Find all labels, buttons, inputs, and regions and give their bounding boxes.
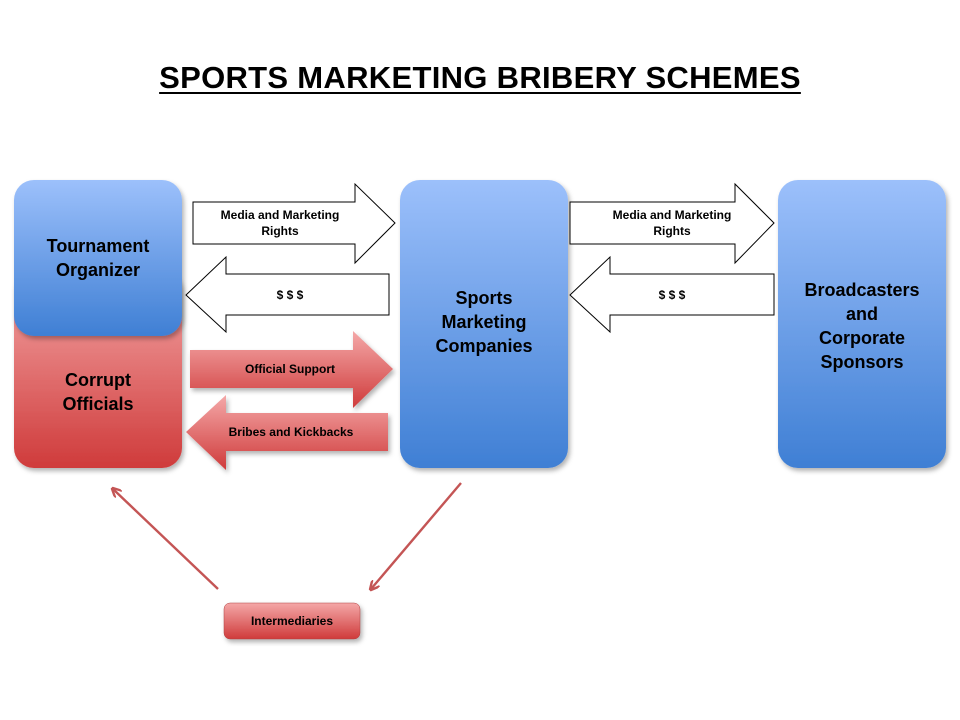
intermediaries-box xyxy=(223,602,361,640)
media-rights-label-2: Media and Marketing Rights xyxy=(612,208,732,238)
bribes-kickbacks-label: Bribes and Kickbacks xyxy=(228,425,354,439)
bribes-kickbacks-arrow xyxy=(186,395,388,470)
broadcasters-box xyxy=(778,180,946,468)
money-arrow-2 xyxy=(569,255,775,334)
media-rights-arrow-1 xyxy=(192,182,396,265)
intermediaries-label: Intermediaries xyxy=(250,614,334,628)
broadcasters-label: Broadcasters and Corporate Sponsors xyxy=(804,280,920,372)
connector-to-intermediaries xyxy=(371,482,462,589)
sports-marketing-companies-label: Sports Marketing Companies xyxy=(435,288,533,356)
money-label-2: $ $ $ xyxy=(658,288,686,302)
tournament-organizer-box xyxy=(14,180,182,336)
media-rights-arrow-2 xyxy=(569,182,775,265)
page-title: SPORTS MARKETING BRIBERY SCHEMES xyxy=(159,60,801,95)
tournament-organizer-label: Tournament Organizer xyxy=(46,236,150,280)
money-arrow-1 xyxy=(185,255,390,334)
official-support-label: Official Support xyxy=(245,362,335,376)
sports-marketing-companies-box xyxy=(400,180,568,468)
media-rights-label-1: Media and Marketing Rights xyxy=(220,208,340,238)
official-support-arrow xyxy=(190,331,393,408)
corrupt-officials-label: Corrupt Officials xyxy=(62,370,134,414)
money-label-1: $ $ $ xyxy=(276,288,304,302)
connector-to-officials xyxy=(113,489,219,590)
